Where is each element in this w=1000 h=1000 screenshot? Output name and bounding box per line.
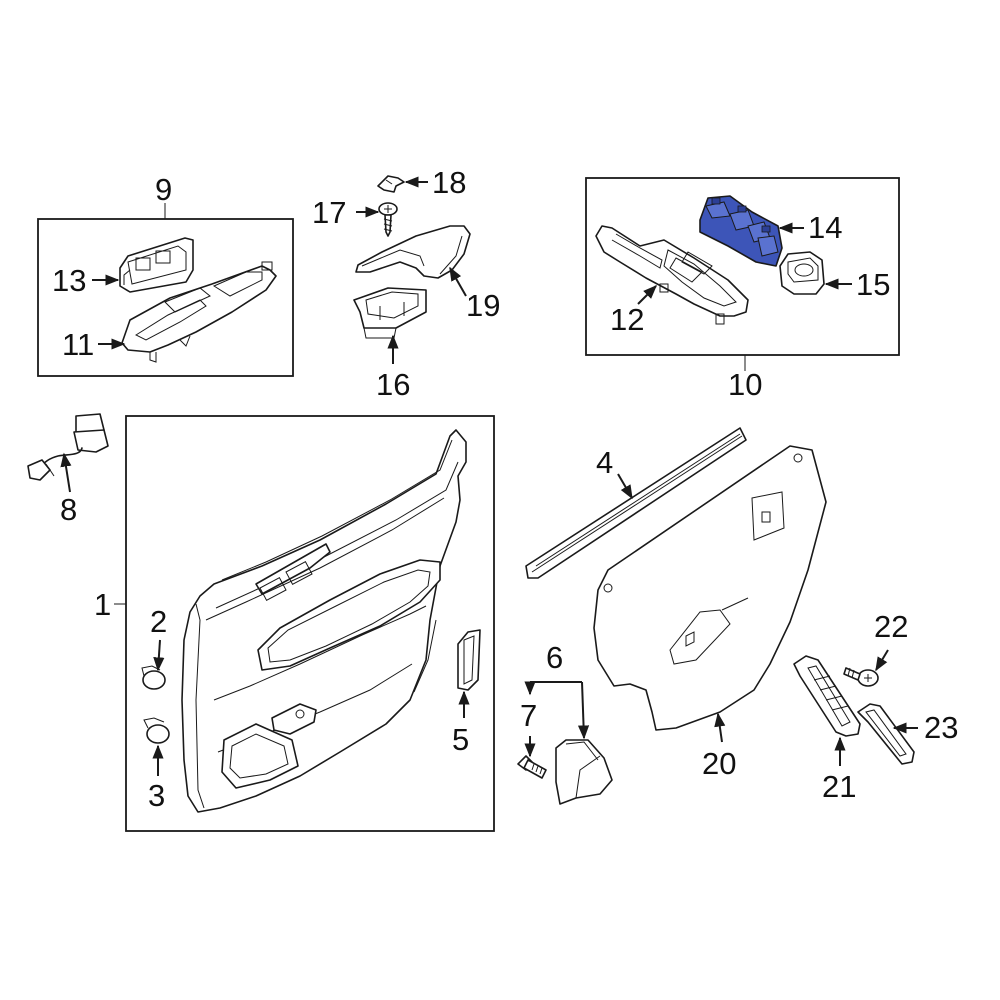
label-2: 2 [150, 604, 167, 639]
part-19-trim-cover[interactable] [355, 225, 471, 279]
part-12-armrest-panel[interactable] [595, 225, 749, 325]
part-2-clip[interactable] [141, 665, 166, 690]
label-9: 9 [155, 172, 172, 207]
part-23-trim-strip[interactable] [857, 703, 915, 765]
part-20-water-shield[interactable] [593, 445, 827, 731]
group-box-1 [125, 415, 495, 832]
label-20: 20 [702, 746, 736, 781]
label-22: 22 [874, 609, 908, 644]
label-1: 1 [94, 587, 111, 622]
label-18: 18 [432, 165, 466, 200]
label-11: 11 [62, 327, 94, 362]
label-15: 15 [856, 267, 890, 302]
part-15-window-switch[interactable] [779, 251, 825, 295]
part-17-screw[interactable] [378, 202, 398, 237]
part-14-master-window-switch[interactable] [699, 195, 783, 267]
label-6: 6 [546, 640, 563, 675]
part-5-trim-piece[interactable] [457, 629, 481, 691]
label-16: 16 [376, 367, 410, 402]
label-23: 23 [924, 710, 958, 745]
part-8-wiring-harness[interactable] [27, 413, 109, 481]
label-17: 17 [312, 195, 346, 230]
part-7-bolt[interactable] [517, 755, 547, 779]
group-box-10 [585, 177, 900, 356]
label-4: 4 [596, 445, 613, 480]
label-19: 19 [466, 288, 500, 323]
part-16-bezel-cup[interactable] [353, 287, 427, 339]
label-14: 14 [808, 210, 842, 245]
part-6-bracket[interactable] [555, 739, 613, 805]
part-4-weatherstrip[interactable] [525, 427, 747, 579]
part-1-door-trim-panel[interactable] [181, 429, 467, 813]
part-18-clip[interactable] [377, 175, 405, 193]
label-10: 10 [728, 367, 762, 402]
part-11-armrest-panel[interactable] [121, 261, 277, 363]
part-13-window-switch[interactable] [119, 237, 194, 293]
label-3: 3 [148, 778, 165, 813]
part-3-clip[interactable] [143, 717, 170, 744]
label-5: 5 [452, 722, 469, 757]
label-13: 13 [52, 263, 86, 298]
part-21-trim-bracket[interactable] [793, 655, 861, 737]
label-12: 12 [610, 302, 644, 337]
label-7: 7 [520, 698, 537, 733]
label-21: 21 [822, 769, 856, 804]
part-22-screw[interactable] [843, 667, 879, 687]
label-8: 8 [60, 492, 77, 527]
